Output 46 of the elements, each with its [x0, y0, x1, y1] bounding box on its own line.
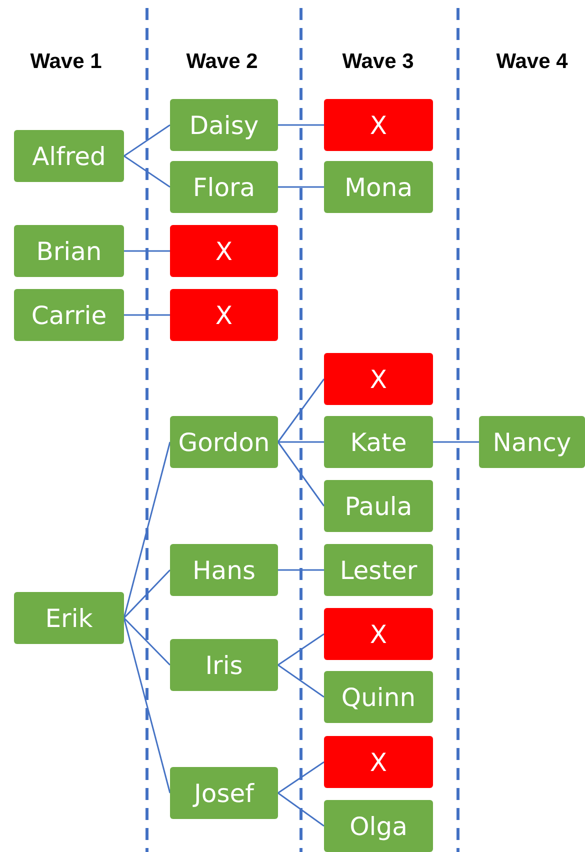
name-box: Iris [170, 639, 278, 691]
connector-line [278, 186, 324, 188]
connector-line [123, 617, 171, 666]
connector-line [278, 633, 324, 666]
name-box: Carrie [14, 289, 124, 341]
connector-line [124, 314, 170, 316]
connector-line [277, 378, 325, 442]
connector-line [278, 664, 324, 698]
name-box: Paula [324, 480, 433, 532]
column-heading: Wave 1 [30, 50, 102, 74]
connector-line [124, 124, 170, 157]
eliminated-box: X [324, 99, 433, 151]
name-box: Olga [324, 800, 433, 852]
name-box: Gordon [170, 416, 278, 468]
name-box: Brian [14, 225, 124, 277]
connector-line [123, 442, 171, 618]
column-heading: Wave 4 [496, 50, 568, 74]
name-box: Josef [170, 767, 278, 819]
connector-line [277, 442, 325, 506]
name-box: Kate [324, 416, 433, 468]
connector-line [123, 569, 171, 619]
connector-line [278, 441, 324, 443]
name-box: Nancy [479, 416, 585, 468]
name-box: Mona [324, 161, 433, 213]
eliminated-box: X [170, 289, 278, 341]
name-box: Daisy [170, 99, 278, 151]
connector-line [124, 250, 170, 252]
connector-line [278, 792, 324, 827]
name-box: Flora [170, 161, 278, 213]
connector-line [278, 569, 324, 571]
connector-line [278, 124, 324, 126]
name-box: Alfred [14, 130, 124, 182]
connector-line [123, 618, 171, 794]
name-box: Quinn [324, 671, 433, 723]
column-heading: Wave 3 [342, 50, 414, 74]
connector-line [278, 761, 324, 794]
eliminated-box: X [324, 608, 433, 660]
name-box: Erik [14, 592, 124, 644]
eliminated-box: X [170, 225, 278, 277]
column-heading: Wave 2 [186, 50, 258, 74]
eliminated-box: X [324, 353, 433, 405]
eliminated-box: X [324, 736, 433, 788]
name-box: Hans [170, 544, 278, 596]
connector-line [433, 441, 479, 443]
connector-line [124, 155, 170, 188]
name-box: Lester [324, 544, 433, 596]
